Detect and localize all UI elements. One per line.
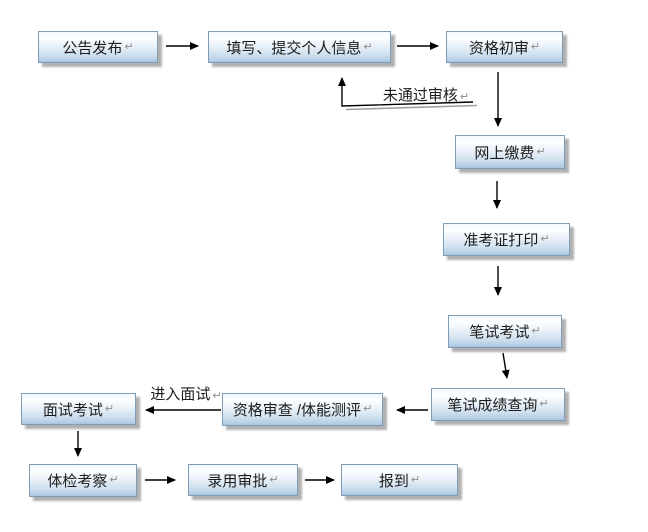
flow-node-announcement: 公告发布↵: [38, 31, 158, 63]
node-label: 体检考察: [47, 473, 108, 490]
flow-node-employment-approval: 录用审批↵: [188, 464, 298, 496]
connector-written-exam-to-score-query: [501, 352, 510, 379]
flow-node-online-payment: 网上缴费↵: [455, 135, 565, 169]
edge-label-fail-review: 未通过审核↵: [380, 84, 472, 105]
node-label: 准考证打印: [463, 232, 539, 249]
flow-node-qualification-initial-review: 资格初审↵: [446, 31, 563, 63]
return-mark-icon: ↵: [536, 145, 546, 158]
flow-node-physical-check-inspection: 体检考察↵: [29, 464, 137, 497]
flow-node-report-for-duty: 报到↵: [341, 464, 458, 496]
return-mark-icon: ↵: [531, 325, 541, 337]
node-label: 笔试考试: [469, 324, 530, 341]
return-mark-icon: ↵: [410, 473, 421, 486]
node-label: 网上缴费: [474, 144, 535, 162]
flow-node-interview-exam: 面试考试↵: [21, 393, 136, 425]
node-label: 资格初审: [468, 39, 529, 57]
return-mark-icon: ↵: [212, 390, 222, 402]
return-mark-icon: ↵: [109, 474, 119, 486]
connector-fail-review-shadow: [345, 104, 478, 111]
return-mark-icon: ↵: [363, 40, 373, 53]
flow-node-qualification-review-physical-test: 资格审查 /体能测评↵: [222, 393, 383, 426]
return-mark-icon: ↵: [459, 91, 470, 103]
node-label: 填写、提交个人信息: [226, 39, 362, 57]
connector-fail-review-loopback: [338, 77, 474, 107]
node-label: 报到: [378, 472, 409, 490]
flow-node-written-score-query: 笔试成绩查询↵: [431, 388, 565, 421]
return-mark-icon: ↵: [124, 40, 134, 53]
flow-node-fill-submit-info: 填写、提交个人信息↵: [208, 31, 391, 63]
node-label: 公告发布: [62, 39, 123, 57]
edge-label-enter-interview: 进入面试↵: [148, 383, 224, 404]
return-mark-icon: ↵: [269, 473, 279, 486]
return-mark-icon: ↵: [530, 40, 541, 53]
node-label: 笔试成绩查询: [447, 397, 538, 414]
flow-node-admission-ticket-print: 准考证打印↵: [443, 223, 570, 256]
edge-label-text: 未通过审核: [382, 87, 458, 104]
flow-node-written-exam: 笔试考试↵: [448, 315, 562, 348]
edge-label-text: 进入面试: [150, 386, 211, 403]
node-label: 面试考试: [42, 401, 103, 419]
return-mark-icon: ↵: [539, 398, 549, 410]
return-mark-icon: ↵: [104, 402, 115, 415]
return-mark-icon: ↵: [540, 233, 550, 245]
node-label: 资格审查 /体能测评: [232, 402, 362, 419]
return-mark-icon: ↵: [363, 403, 373, 415]
node-label: 录用审批: [207, 472, 268, 490]
